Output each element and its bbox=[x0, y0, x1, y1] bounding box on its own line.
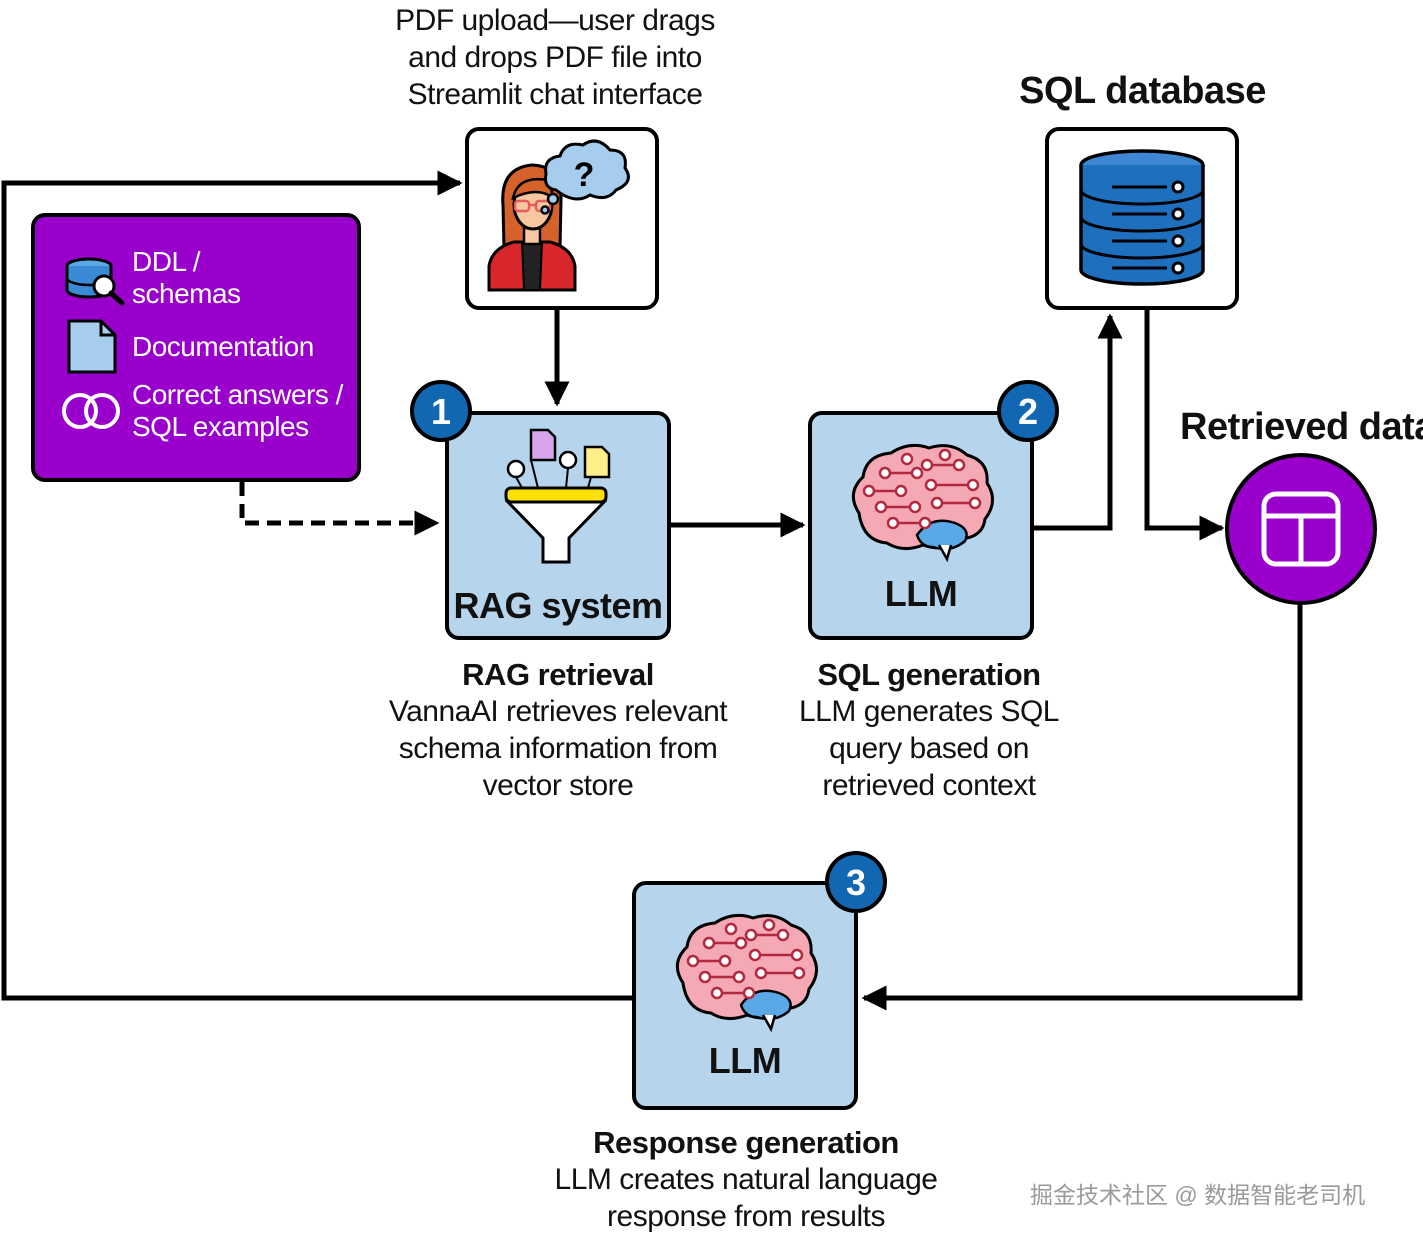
upload-caption: PDF upload—user drags and drops PDF file… bbox=[360, 2, 750, 113]
step-badge-2: 2 bbox=[997, 380, 1059, 442]
retrieved-data-title: Retrieved data bbox=[1180, 406, 1423, 448]
source-examples-label: Correct answers / SQL examples bbox=[132, 379, 357, 443]
step-1-line: vector store bbox=[482, 769, 634, 802]
watermark: 掘金技术社区 @ 数据智能老司机 bbox=[1030, 1182, 1366, 1208]
svg-text:?: ? bbox=[574, 156, 595, 194]
source-documentation-label: Documentation bbox=[132, 331, 314, 362]
source-examples-line: SQL examples bbox=[132, 411, 309, 442]
step-2-line: LLM generates SQL bbox=[799, 695, 1060, 728]
overlapping-circles-icon bbox=[62, 393, 120, 429]
arrow-retrieved-to-response bbox=[861, 602, 1303, 1011]
step-2-line: retrieved context bbox=[822, 769, 1036, 802]
database-search-icon bbox=[65, 257, 125, 306]
source-ddl-line: DDL / bbox=[132, 246, 201, 277]
retrieved-data-node bbox=[1225, 453, 1377, 605]
rag-system-box bbox=[445, 411, 671, 640]
sources-box bbox=[31, 213, 361, 482]
source-ddl-line: schemas bbox=[132, 278, 241, 309]
step-3-line: LLM creates natural language bbox=[554, 1163, 938, 1196]
step-2-title: SQL generation bbox=[817, 657, 1041, 692]
source-examples-line: Correct answers / bbox=[132, 379, 343, 410]
llm-sql-box-label: LLM bbox=[884, 573, 958, 614]
sql-database-title: SQL database bbox=[1019, 70, 1266, 112]
svg-text:3: 3 bbox=[846, 862, 866, 903]
arrow-response-to-user bbox=[1, 170, 634, 1001]
step-3-line: response from results bbox=[607, 1200, 885, 1233]
brain-icon bbox=[851, 443, 994, 563]
table-icon bbox=[1261, 491, 1341, 567]
upload-caption-line: PDF upload—user drags bbox=[395, 4, 715, 37]
llm-response-box-label: LLM bbox=[708, 1040, 782, 1081]
step-2-caption: SQL generation LLM generates SQL query b… bbox=[770, 656, 1088, 804]
svg-text:1: 1 bbox=[431, 391, 451, 432]
source-ddl-label: DDL / schemas bbox=[132, 246, 352, 310]
brain-icon bbox=[675, 913, 818, 1033]
funnel-icon bbox=[504, 428, 611, 564]
rag-box-label: RAG system bbox=[453, 585, 663, 626]
arrow-llm-to-database bbox=[1033, 313, 1123, 531]
arrow-sources-to-rag bbox=[239, 482, 440, 536]
question-cloud-icon: ? bbox=[540, 139, 630, 215]
step-2-line: query based on bbox=[829, 732, 1029, 765]
step-1-caption: RAG retrieval VannaAI retrieves relevant… bbox=[360, 656, 756, 804]
sql-database-box bbox=[1045, 127, 1239, 310]
step-badge-1: 1 bbox=[410, 380, 472, 442]
step-badge-3: 3 bbox=[825, 851, 887, 913]
step-1-title: RAG retrieval bbox=[462, 657, 654, 692]
step-3-title: Response generation bbox=[593, 1125, 899, 1160]
user-box: ? bbox=[465, 127, 659, 310]
upload-caption-line: Streamlit chat interface bbox=[407, 78, 703, 111]
step-3-caption: Response generation LLM creates natural … bbox=[530, 1124, 962, 1235]
arrow-database-to-retrieved bbox=[1144, 308, 1225, 541]
step-1-line: schema information from bbox=[398, 732, 718, 765]
document-icon bbox=[67, 319, 117, 374]
svg-text:2: 2 bbox=[1018, 391, 1038, 432]
connectors bbox=[1, 170, 1303, 1011]
database-icon bbox=[1079, 149, 1205, 286]
step-1-line: VannaAI retrieves relevant bbox=[388, 695, 728, 728]
upload-caption-line: and drops PDF file into bbox=[408, 41, 702, 74]
